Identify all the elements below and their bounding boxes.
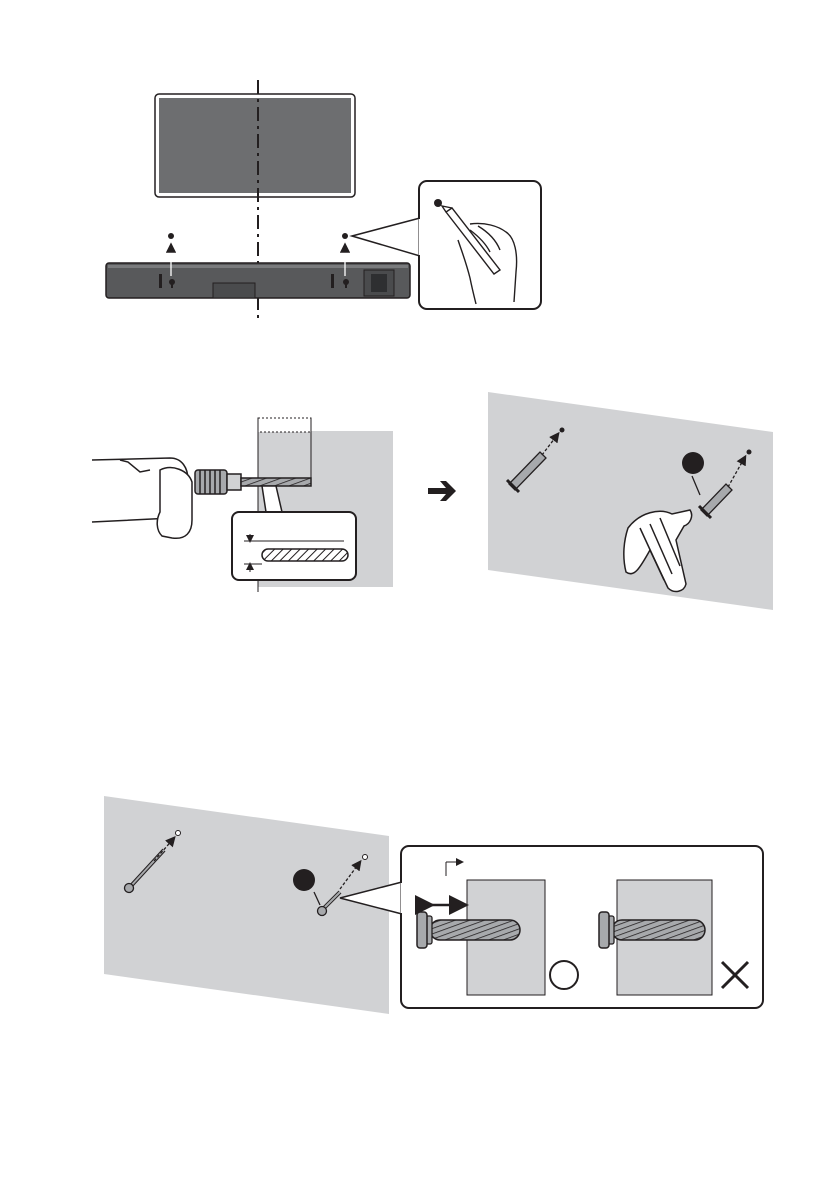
wall-panel-anchor	[488, 392, 773, 610]
soundbar-icon	[106, 263, 410, 298]
tv-icon	[155, 94, 355, 197]
step-marker-b	[682, 452, 704, 474]
correct-mark-icon	[550, 961, 578, 989]
arrow-right-icon	[428, 481, 456, 501]
mark-dot-right	[342, 233, 348, 239]
mark-dot-left	[168, 233, 174, 239]
step-marker-c	[293, 869, 315, 891]
wall-panel-screw	[104, 796, 389, 1014]
figure-mark-holes	[106, 80, 541, 318]
figure-drill-anchor	[92, 392, 773, 610]
figure-insert-screws	[104, 796, 763, 1014]
